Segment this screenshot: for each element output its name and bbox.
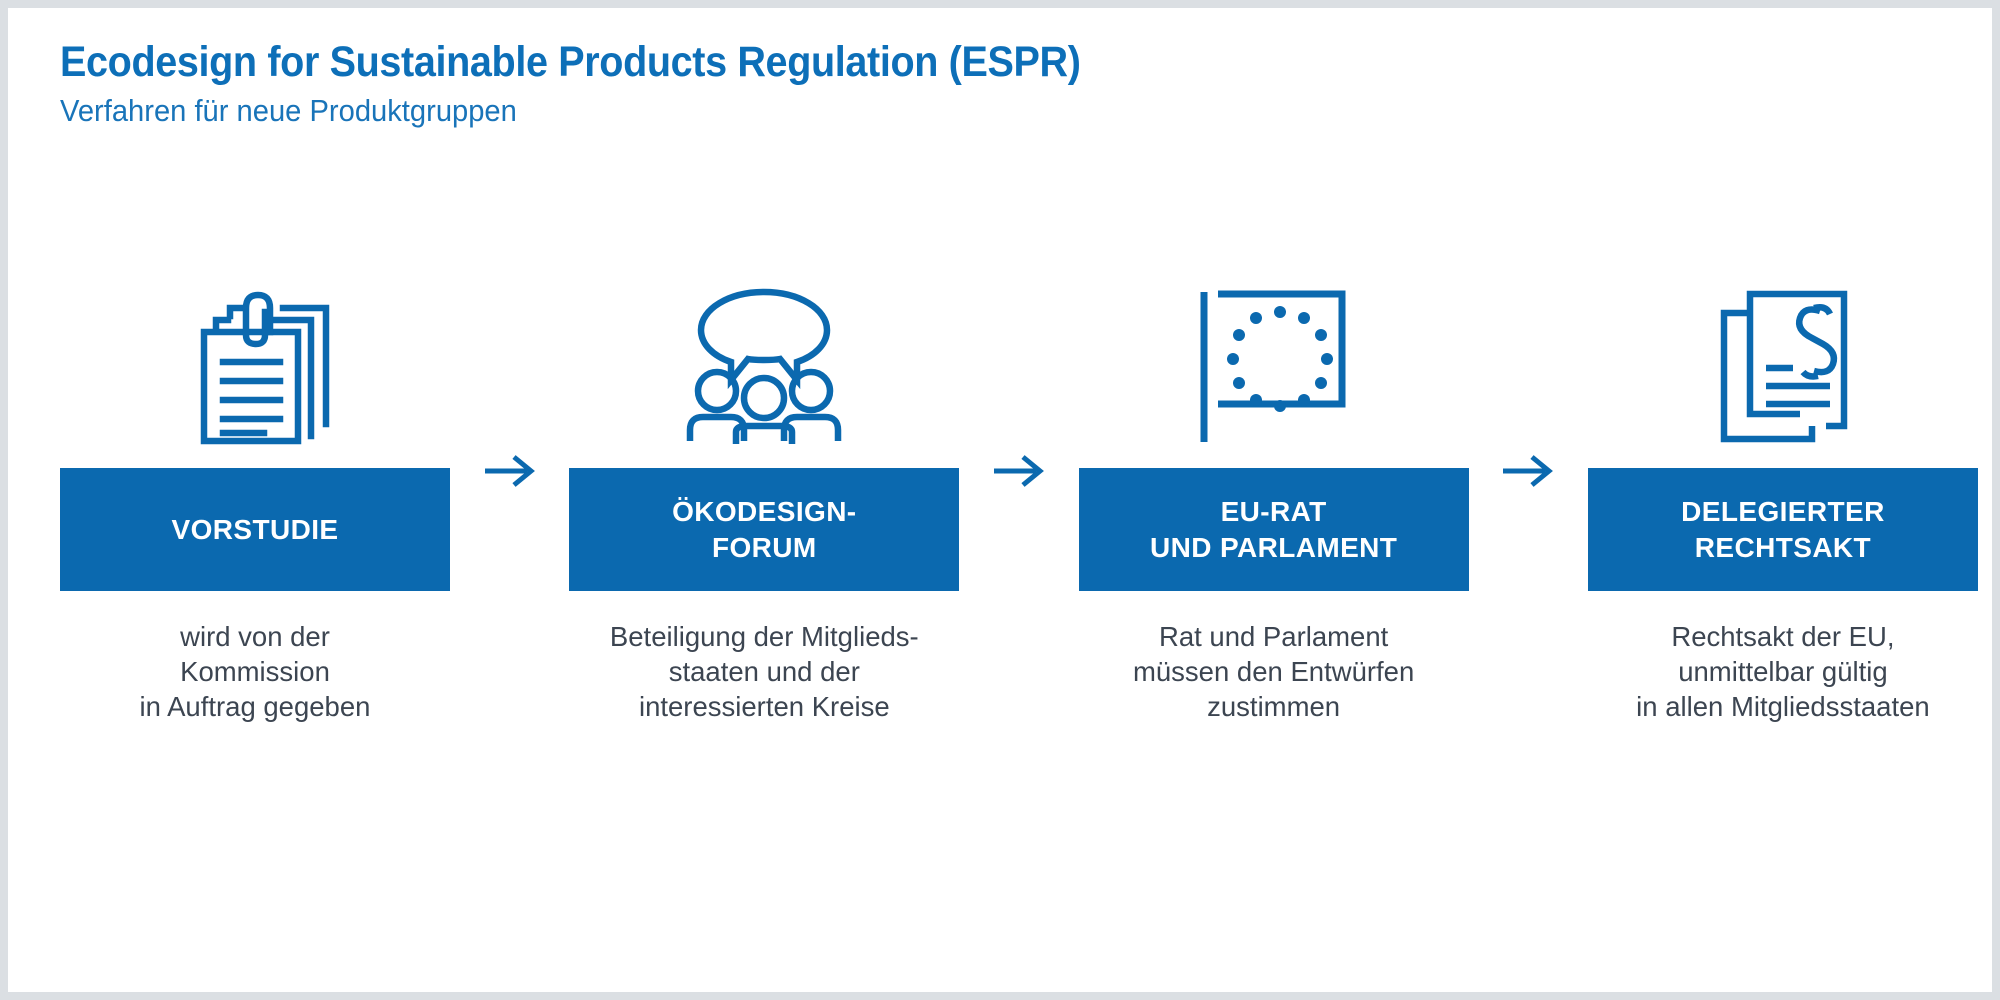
step-label: ÖKODESIGN- FORUM	[672, 495, 857, 563]
arrow-1-icon	[464, 368, 556, 573]
legal-document-paragraph-icon	[1588, 263, 1978, 468]
header: Ecodesign for Sustainable Products Regul…	[60, 38, 1660, 129]
process-step-vorstudie: VORSTUDIE wird von der Kommission in Auf…	[60, 263, 450, 725]
process-step-eu-rat-parlament: EU-RAT UND PARLAMENT Rat und Parlament m…	[1078, 263, 1469, 725]
step-caption: wird von der Kommission in Auftrag gegeb…	[139, 621, 371, 722]
step-label: EU-RAT UND PARLAMENT	[1149, 495, 1398, 563]
step-caption: Beteiligung der Mitglieds- staaten und d…	[609, 621, 919, 722]
step-label: DELEGIERTER RECHTSAKT	[1681, 495, 1885, 563]
process-step-oekodesign-forum: ÖKODESIGN- FORUM Beteiligung der Mitglie…	[569, 263, 960, 725]
infographic-card: Ecodesign for Sustainable Products Regul…	[8, 8, 1992, 992]
step-label-box[interactable]: EU-RAT UND PARLAMENT	[1078, 468, 1469, 591]
process-step-delegierter-rechtsakt: DELEGIERTER RECHTSAKT Rechtsakt der EU, …	[1587, 263, 1978, 725]
stacked-documents-clipboard-icon	[60, 263, 450, 468]
step-label-box[interactable]: DELEGIERTER RECHTSAKT	[1587, 468, 1978, 591]
process-flow: VORSTUDIE wird von der Kommission in Auf…	[60, 263, 1978, 725]
arrow-2-icon	[973, 368, 1065, 573]
step-label-box[interactable]: VORSTUDIE	[60, 468, 450, 591]
step-label: VORSTUDIE	[171, 513, 339, 545]
step-caption: Rechtsakt der EU, unmittelbar gültig in …	[1636, 621, 1930, 722]
people-discussion-speech-bubble-icon	[569, 263, 959, 468]
eu-flag-icon	[1079, 263, 1469, 468]
step-label-box[interactable]: ÖKODESIGN- FORUM	[569, 468, 960, 591]
page-title: Ecodesign for Sustainable Products Regul…	[60, 38, 1081, 86]
step-caption: Rat und Parlament müssen den Entwürfen z…	[1132, 621, 1415, 722]
arrow-3-icon	[1482, 368, 1574, 573]
page-subtitle: Verfahren für neue Produktgruppen	[60, 93, 517, 129]
